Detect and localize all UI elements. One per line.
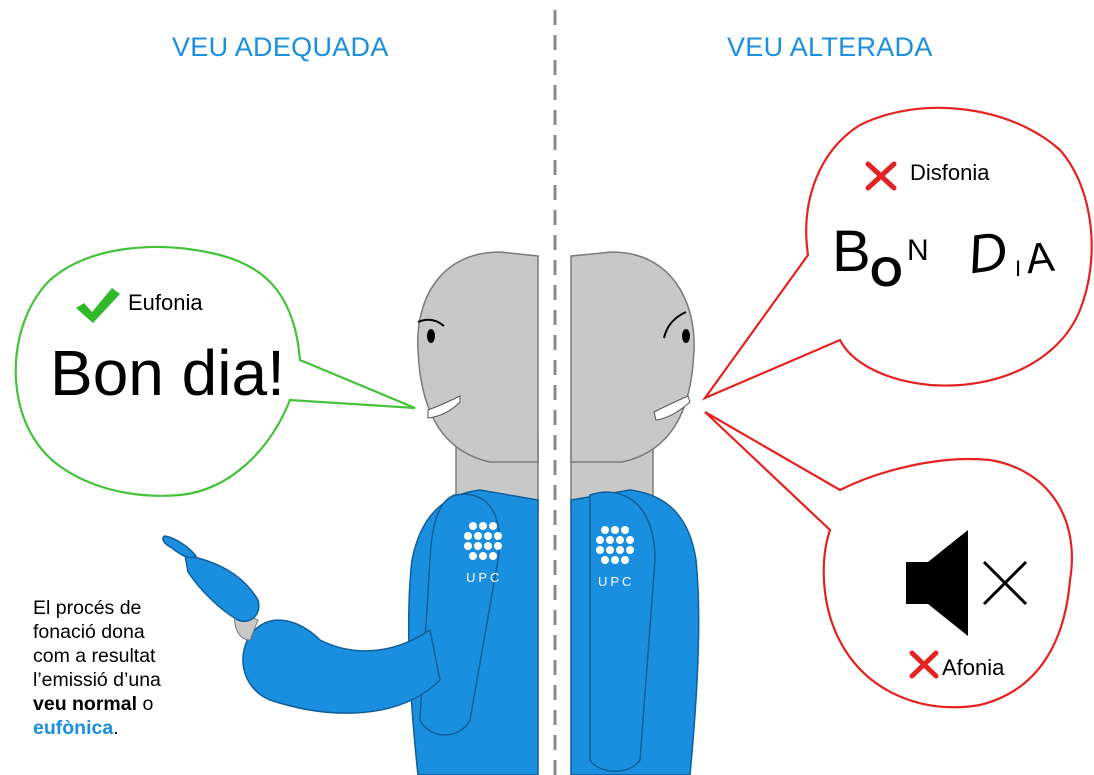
caption-connector: o [137,693,154,715]
caption-line-4: l’emissió d’una [33,669,161,691]
robot-left: UPC [162,251,539,775]
distorted-letter-i: I [1015,256,1022,281]
speech-bubble-afonia [704,411,1073,709]
caption-line-2: fonació dona [33,621,145,643]
label-disfonia: Disfonia [910,160,990,185]
speaker-muted-icon [906,530,1028,636]
distorted-letter-d: D [964,220,1011,286]
cross-icon-disfonia [865,161,897,191]
caption-text: El procés de fonació dona com a resultat… [33,596,223,740]
caption-period: . [113,717,119,739]
upc-logo-left-text: UPC [466,570,502,585]
speech-text-bon-dia: Bon dia! [50,337,285,409]
speech-bubble-disfonia [701,106,1093,401]
distorted-letter-n: N [907,234,929,267]
speech-bubble-eufonia [14,245,416,497]
label-eufonia: Eufonia [128,290,203,315]
upc-logo-right [596,526,634,564]
distorted-letter-o: O [870,248,903,295]
cross-icon-afonia [909,650,939,679]
check-icon [76,288,120,323]
distorted-letter-b: B [832,219,871,284]
caption-line-3: com a resultat [33,645,156,667]
distorted-letter-a: A [1023,232,1057,283]
robot-right: UPC [570,251,700,775]
caption-line-1: El procés de [33,597,142,619]
caption-bold-eufonica: eufònica [33,717,114,739]
heading-veu-alterada: VEU ALTERADA [727,32,933,62]
label-afonia: Afonia [942,655,1005,680]
upc-logo-right-text: UPC [598,574,634,589]
heading-veu-adequada: VEU ADEQUADA [172,32,389,62]
caption-bold-veu-normal: veu normal [33,693,138,715]
upc-logo-left [464,522,502,560]
